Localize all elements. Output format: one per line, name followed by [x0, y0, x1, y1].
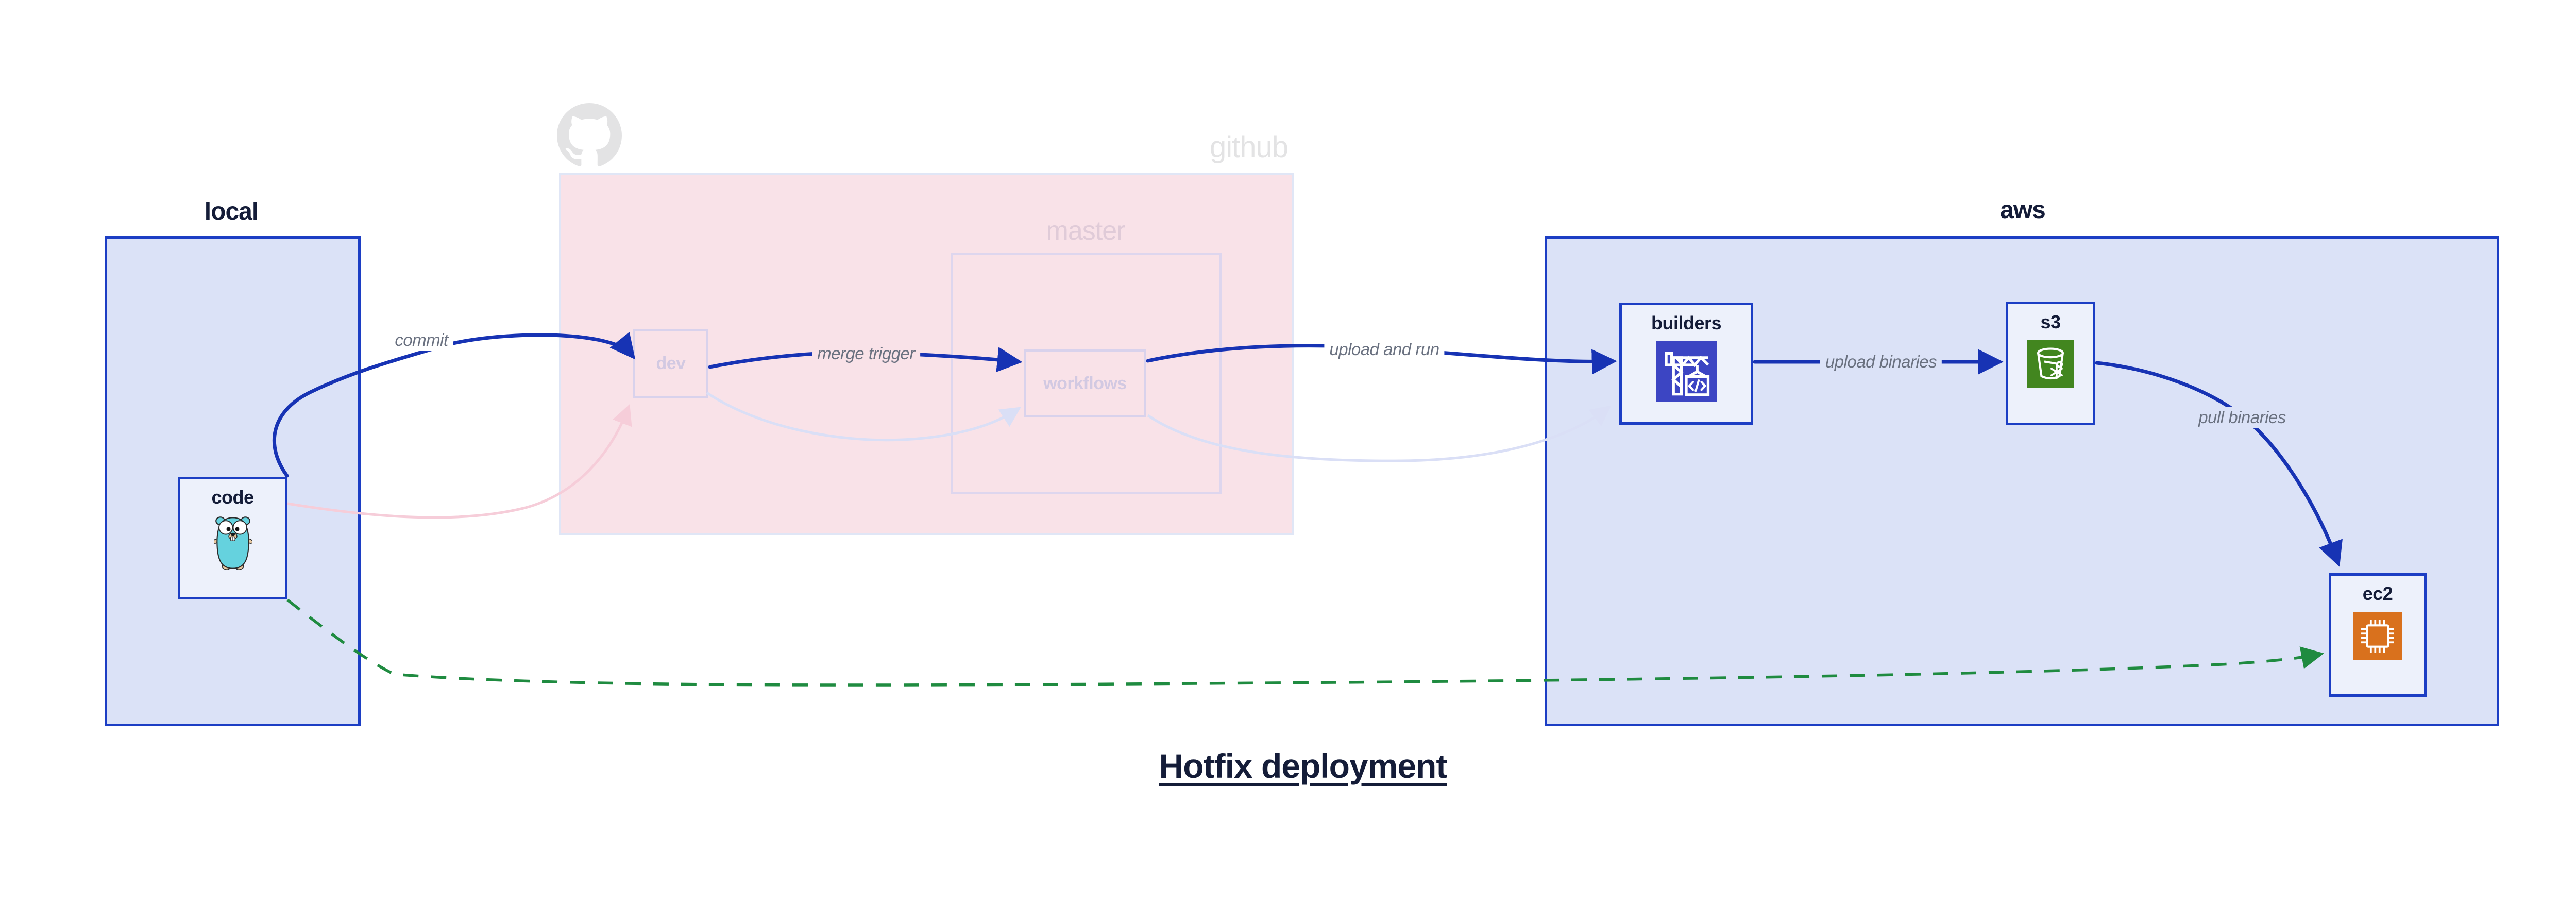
node-dev: dev — [633, 329, 708, 398]
node-code: code — [178, 477, 287, 599]
diagram-title: Hotfix deployment — [1159, 747, 1448, 785]
node-ec2-label: ec2 — [2362, 583, 2393, 604]
edge-label-upload-and-run: upload and run — [1324, 339, 1445, 360]
node-builders: builders — [1619, 303, 1753, 425]
group-master-label: master — [1046, 216, 1126, 246]
edge-label-commit: commit — [389, 329, 453, 351]
github-octocat-icon — [557, 103, 622, 166]
node-workflows-label: workflows — [1043, 373, 1127, 393]
edge-label-upload-binaries: upload binaries — [1820, 351, 1942, 373]
node-builders-label: builders — [1651, 312, 1722, 333]
group-master — [951, 253, 1222, 494]
node-workflows: workflows — [1024, 349, 1146, 417]
ec2-chip-icon — [2353, 612, 2402, 660]
group-aws-label: aws — [2000, 196, 2046, 224]
node-code-label: code — [211, 487, 254, 508]
group-local-label: local — [204, 198, 259, 225]
s3-glacier-bucket-icon — [2027, 340, 2074, 388]
node-s3-label: s3 — [2040, 311, 2061, 332]
group-github-label: github — [1209, 130, 1289, 164]
node-s3: s3 — [2006, 302, 2095, 425]
edge-label-pull-binaries: pull binaries — [2193, 407, 2291, 428]
edge-label-merge-trigger: merge trigger — [812, 343, 920, 364]
node-ec2: ec2 — [2329, 573, 2427, 697]
go-gopher-icon — [213, 516, 252, 570]
codebuild-crane-icon — [1656, 341, 1717, 402]
node-dev-label: dev — [656, 354, 686, 373]
